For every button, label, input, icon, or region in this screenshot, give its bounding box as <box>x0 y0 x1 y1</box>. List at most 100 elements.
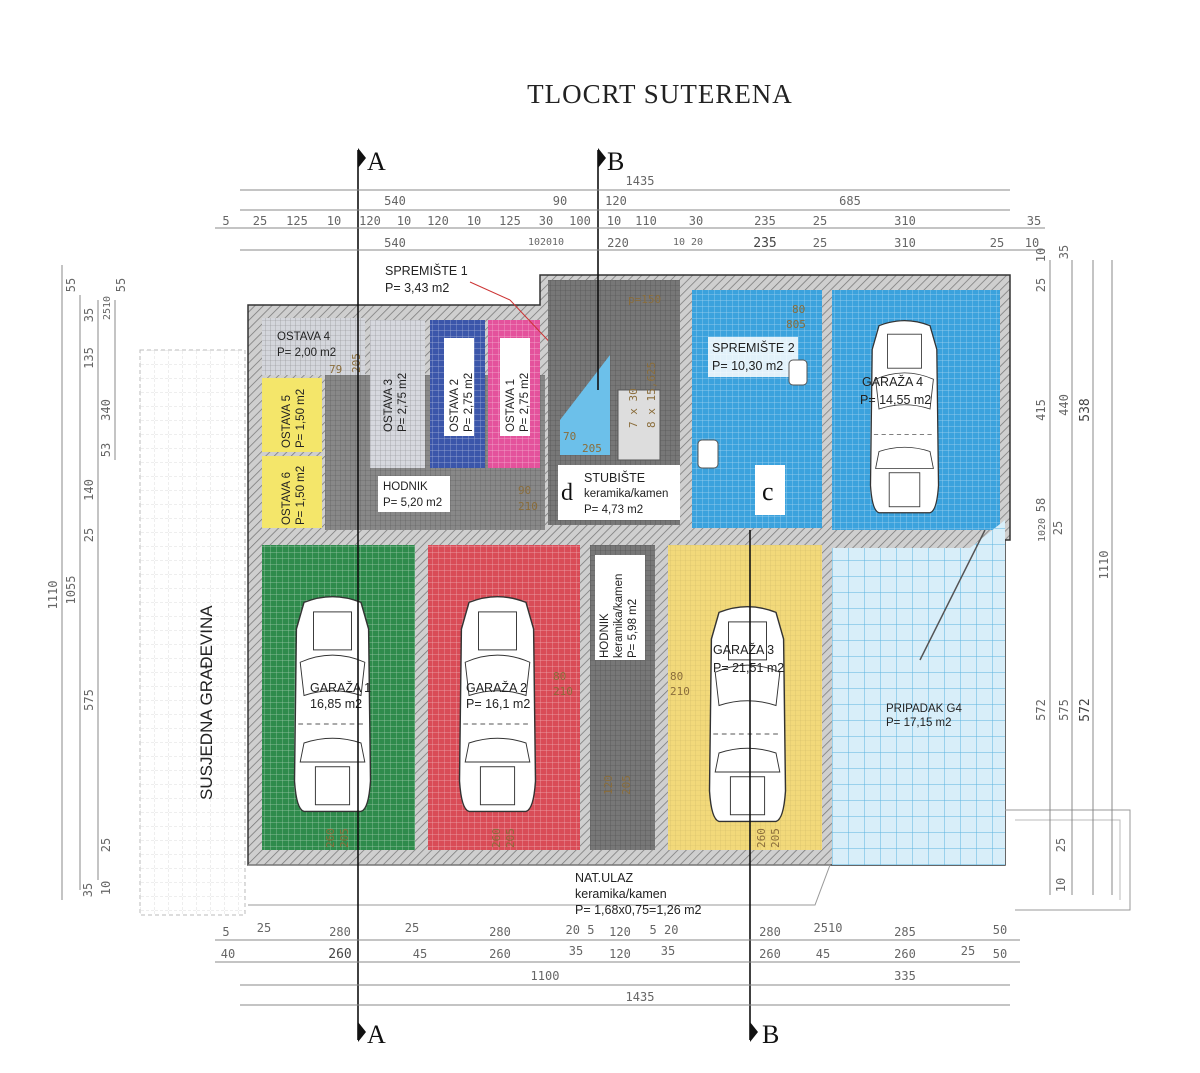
dim: 58 <box>1034 498 1048 512</box>
dim: 25 <box>990 236 1004 250</box>
room-area: P= 2,75 m2 <box>397 373 409 432</box>
room-area: P= 5,20 m2 <box>383 497 442 509</box>
room-finish: keramika/kamen <box>613 574 625 658</box>
room-area: P= 1,50 m2 <box>295 389 307 448</box>
door-dim: 120 <box>602 775 615 795</box>
dim: 53 <box>99 443 113 457</box>
dim: 120 <box>359 214 381 228</box>
room-ostava-4: OSTAVA 4 P= 2,00 m2 <box>262 318 365 375</box>
dim: 1100 <box>531 969 560 983</box>
dim: 10 20 <box>673 237 703 248</box>
dim: 25 <box>82 528 96 542</box>
dim: 40 <box>221 947 235 961</box>
dim: 55 <box>64 278 78 292</box>
dim: 120 <box>605 194 627 208</box>
room-name: SPREMIŠTE 1 <box>385 263 468 278</box>
room-name: NAT.ULAZ <box>575 871 633 885</box>
door-dim: 210 <box>553 685 573 698</box>
room-ostava-1: OSTAVA 1 P= 2,75 m2 <box>488 320 540 468</box>
dim: 340 <box>99 399 113 421</box>
door-dim: 805 <box>786 318 806 331</box>
dim: 10 <box>1054 878 1068 892</box>
room-name: PRIPADAK G4 <box>886 703 962 715</box>
dim: 5 <box>222 925 229 939</box>
dim: 280 <box>759 925 781 939</box>
room-name: HODNIK <box>599 613 611 658</box>
dim: 120 <box>427 214 449 228</box>
room-area: P= 2,75 m2 <box>519 373 531 432</box>
section-d-label: d <box>561 480 573 506</box>
neighbour-label: SUSJEDNA GRAĐEVINA <box>197 605 216 800</box>
door-dim: 70 <box>563 430 576 443</box>
room-area: P= 21,51 m2 <box>713 661 784 675</box>
section-lines: A A B B <box>357 147 779 1049</box>
room-name: GARAŽA 2 <box>466 680 527 695</box>
door-dim: 7 x 30 <box>627 388 640 428</box>
door-dim: 210 <box>518 500 538 513</box>
dim: 10 <box>1025 236 1039 250</box>
dim: 310 <box>894 214 916 228</box>
door-dimensions: 79 205 70 205 90 210 80 210 80 210 260 2… <box>324 293 806 848</box>
dimensions-top: 1435 540 90 120 685 5 25 125 10 120 10 1… <box>215 174 1045 251</box>
room-ostava-2: OSTAVA 2 P= 2,75 m2 <box>430 320 485 468</box>
door-dim: 80 <box>792 303 805 316</box>
dim: 235 <box>754 214 776 228</box>
dim: 415 <box>1034 399 1048 421</box>
door-dim: 80 <box>670 670 683 683</box>
door-dim: 205 <box>582 442 602 455</box>
door-dim: 205 <box>620 775 633 795</box>
room-name: GARAŽA 3 <box>713 642 774 657</box>
room-name: GARAŽA 1 <box>310 680 371 695</box>
door-dim: 205 <box>338 828 351 848</box>
dim: 20 5 <box>566 923 595 937</box>
dim: 1020 <box>1037 518 1048 542</box>
room-name: OSTAVA 1 <box>505 379 517 432</box>
room-name: OSTAVA 3 <box>383 379 395 432</box>
dim: 135 <box>82 347 96 369</box>
dim: 25 <box>257 921 271 935</box>
dim: 25 <box>961 944 975 958</box>
room-area: P= 16,1 m2 <box>466 697 530 711</box>
room-name: SPREMIŠTE 2 <box>712 340 795 355</box>
room-finish: keramika/kamen <box>575 887 667 901</box>
room-name: OSTAVA 2 <box>449 379 461 432</box>
dim: 45 <box>413 947 427 961</box>
dim: 25 <box>813 236 827 250</box>
neighbouring-building: SUSJEDNA GRAĐEVINA <box>139 349 246 916</box>
dim: 25 <box>813 214 827 228</box>
door-dim: 210 <box>670 685 690 698</box>
door-dim: 90 <box>518 484 531 497</box>
dim: 440 <box>1057 394 1071 416</box>
dim: 1435 <box>626 174 655 188</box>
room-pripadak-g4: PRIPADAK G4 P= 17,15 m2 <box>832 520 1005 865</box>
dim: 30 <box>539 214 553 228</box>
room-spremiste-2: SPREMIŠTE 2 P= 10,30 m2 c <box>692 290 822 528</box>
dim: 35 <box>81 883 95 897</box>
room-hodnik-2: HODNIK keramika/kamen P= 5,98 m2 <box>590 545 655 850</box>
dim: 572 <box>1034 699 1048 721</box>
room-ostava-5: OSTAVA 5 P= 1,50 m2 <box>262 378 322 452</box>
dim: 125 <box>286 214 308 228</box>
dim: 285 <box>894 925 916 939</box>
room-area: P= 2,00 m2 <box>277 347 336 359</box>
dim: 1110 <box>46 581 60 610</box>
door-dim: 205 <box>350 353 363 373</box>
room-name: OSTAVA 5 <box>281 395 293 448</box>
room-name: GARAŽA 4 <box>862 374 923 389</box>
dim: 35 <box>569 944 583 958</box>
dim: 685 <box>839 194 861 208</box>
door-dim: 260 <box>755 828 768 848</box>
dim: 25 <box>1054 838 1068 852</box>
door-dim: 8 x 15,625 <box>645 362 658 428</box>
washbasin-icon <box>697 439 719 469</box>
section-b-top: B <box>607 147 624 176</box>
dim: 260 <box>328 947 351 962</box>
dim: 35 <box>661 944 675 958</box>
room-ostava-6: OSTAVA 6 P= 1,50 m2 <box>262 456 322 528</box>
dim: 90 <box>553 194 567 208</box>
dimensions-bottom: 5 25 280 25 280 20 5 120 5 20 280 2510 2… <box>215 921 1020 1006</box>
door-dim: 80 <box>553 670 566 683</box>
dim: 10 <box>467 214 481 228</box>
dim: 280 <box>489 925 511 939</box>
dim: 1055 <box>64 576 78 605</box>
